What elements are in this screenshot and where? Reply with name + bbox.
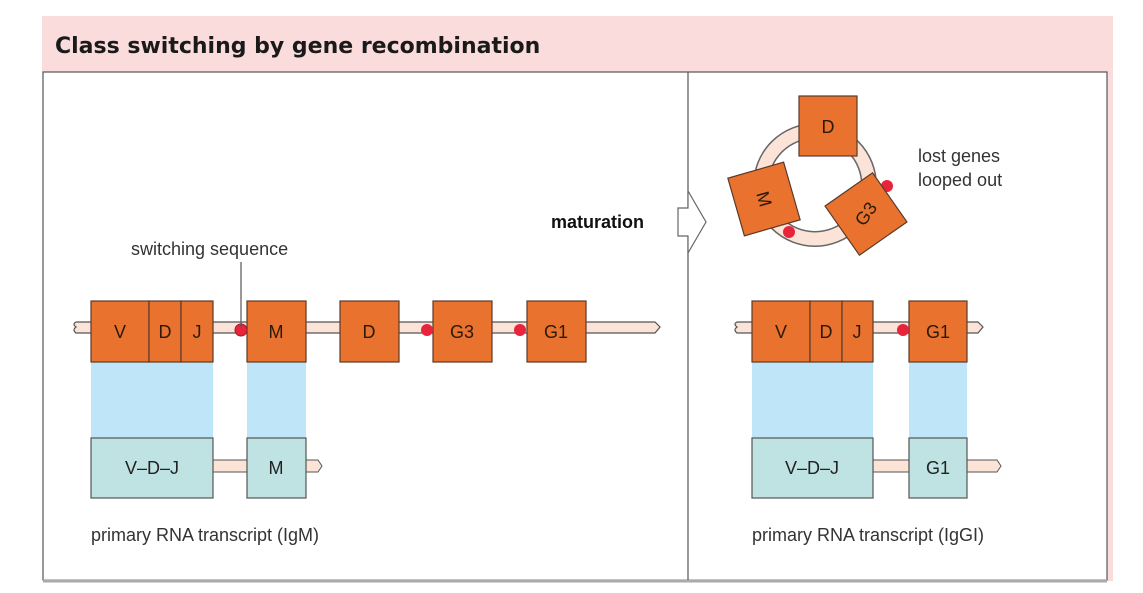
right-mapping-band-vdj	[752, 362, 873, 438]
left-mapping-band-m	[247, 362, 306, 438]
left-mapping-band-vdj	[91, 362, 213, 438]
svg-text:V: V	[114, 322, 126, 342]
lost-genes-label-line2: looped out	[918, 170, 1002, 190]
left-gene-d: D	[148, 300, 182, 363]
header-band	[42, 16, 1107, 72]
left-gene-g3: G3	[432, 300, 493, 363]
right-gene-g1: G1	[908, 300, 968, 363]
svg-text:J: J	[193, 322, 202, 342]
right-rna-g1: G1	[908, 437, 968, 499]
left-rna-vdj: V–D–J	[90, 437, 214, 499]
loop-gene-g3: G3	[824, 171, 908, 257]
right-rna-vdj: V–D–J	[751, 437, 874, 499]
left-rna-caption: primary RNA transcript (IgM)	[91, 525, 319, 545]
switch-site-dot	[783, 226, 795, 238]
svg-text:M: M	[269, 458, 284, 478]
svg-text:G1: G1	[926, 322, 950, 342]
loop-gene-m: M	[727, 161, 801, 237]
svg-text:V–D–J: V–D–J	[785, 458, 839, 478]
svg-text:D: D	[363, 322, 376, 342]
right-gene-j: J	[841, 300, 874, 363]
switching-sequence-label: switching sequence	[131, 239, 288, 259]
right-margin-strip	[1107, 16, 1113, 581]
right-gene-v: V	[751, 300, 811, 363]
left-gene-g1: G1	[526, 300, 587, 363]
right-mapping-band-g1	[909, 362, 967, 438]
svg-text:M: M	[269, 322, 284, 342]
left-gene-v: V	[90, 300, 150, 363]
loop-gene-d: D	[798, 95, 858, 157]
svg-text:J: J	[853, 322, 862, 342]
svg-text:D: D	[822, 117, 835, 137]
maturation-label: maturation	[551, 212, 644, 232]
right-panel: D M G3 lost genes looped out V D J	[727, 95, 1002, 545]
figure-title: Class switching by gene recombination	[55, 34, 540, 59]
open-arrow-icon	[677, 188, 707, 256]
left-rna-m: M	[246, 437, 307, 499]
svg-text:V–D–J: V–D–J	[125, 458, 179, 478]
svg-text:D: D	[159, 322, 172, 342]
svg-text:G3: G3	[450, 322, 474, 342]
lost-genes-label-line1: lost genes	[918, 146, 1000, 166]
left-gene-d2: D	[339, 300, 400, 363]
left-gene-m: M	[246, 300, 307, 363]
svg-text:G1: G1	[544, 322, 568, 342]
svg-text:D: D	[820, 322, 833, 342]
maturation-arrow: maturation	[551, 188, 707, 256]
right-gene-d: D	[809, 300, 843, 363]
switch-site-dot	[897, 324, 909, 336]
switch-site-dot	[514, 324, 526, 336]
svg-text:V: V	[775, 322, 787, 342]
svg-text:M: M	[752, 189, 775, 209]
svg-text:G1: G1	[926, 458, 950, 478]
right-rna-caption: primary RNA transcript (IgGI)	[752, 525, 984, 545]
switch-site-dot	[421, 324, 433, 336]
left-panel: V D J M D G3 G1 switching	[73, 239, 661, 545]
left-gene-j: J	[180, 300, 214, 363]
